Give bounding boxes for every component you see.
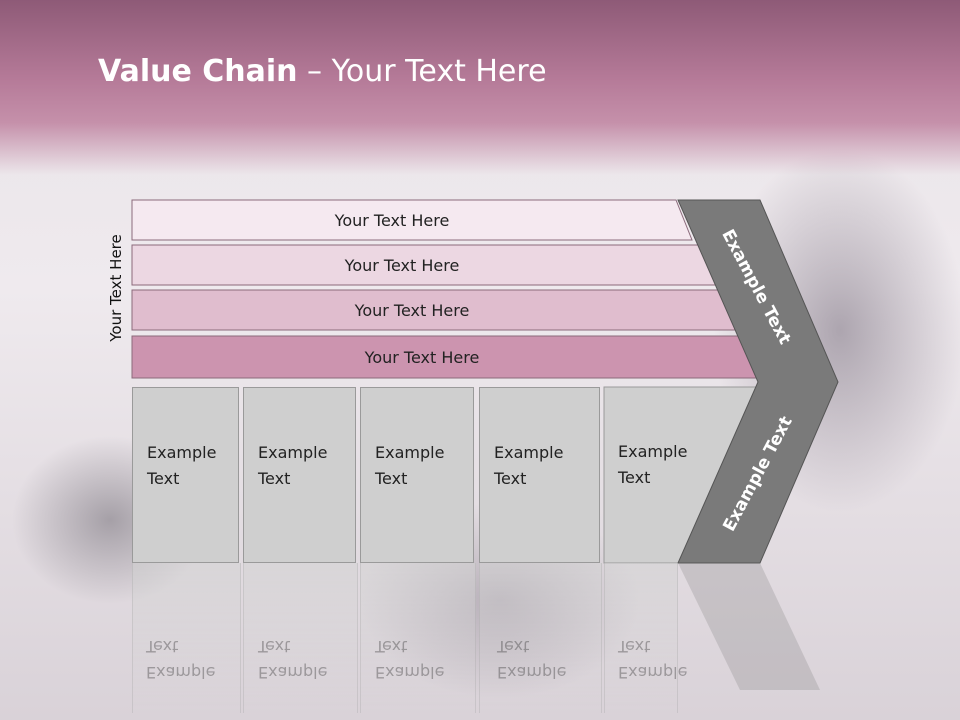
title-bold: Value Chain xyxy=(98,54,298,89)
header-band xyxy=(0,0,960,175)
row-4-label: Your Text Here xyxy=(364,347,480,367)
chevron-arrow xyxy=(677,199,839,564)
slide-title: Value Chain – Your Text Here xyxy=(98,54,547,89)
box-1-line1: Example xyxy=(147,443,217,462)
box-3-line2: Text xyxy=(375,469,408,488)
row-3: Your Text Here xyxy=(132,290,732,330)
box-2-line2: Text xyxy=(258,469,291,488)
box-5-line2: Text xyxy=(618,468,651,487)
box-3: Example Text xyxy=(360,387,474,563)
box-5: Example Text xyxy=(618,439,687,491)
box-4: Example Text xyxy=(479,387,600,563)
box-2-line1: Example xyxy=(258,443,328,462)
box-1: Example Text xyxy=(132,387,239,563)
row-2: Your Text Here xyxy=(132,245,712,285)
box-3-line1: Example xyxy=(375,443,445,462)
row-3-label: Your Text Here xyxy=(354,300,470,320)
row-4: Your Text Here xyxy=(132,337,752,377)
row-2-label: Your Text Here xyxy=(344,255,460,275)
box-4-line2: Text xyxy=(494,469,527,488)
box-4-line1: Example xyxy=(494,443,564,462)
title-rest: – Your Text Here xyxy=(297,54,547,89)
box-1-line2: Text xyxy=(147,469,180,488)
row-1-label: Your Text Here xyxy=(334,210,450,230)
chevron-reflection xyxy=(678,563,820,690)
box-2: Example Text xyxy=(243,387,356,563)
row-bar-1 xyxy=(131,199,693,241)
row-1: Your Text Here xyxy=(132,200,692,240)
box-5-line1: Example xyxy=(618,442,688,461)
